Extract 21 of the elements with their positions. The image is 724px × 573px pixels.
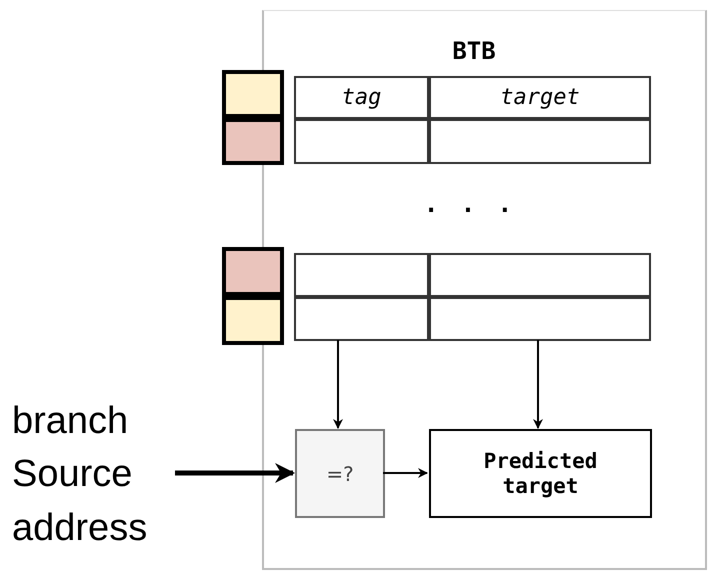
input-label: branch Source address (12, 395, 172, 555)
table-cell (294, 253, 429, 297)
table-cell (429, 119, 651, 164)
colored-square (222, 247, 284, 296)
compare-box: =? (295, 429, 385, 518)
colored-square (222, 70, 284, 118)
output-box: Predicted target (429, 429, 652, 518)
arrow (175, 463, 295, 483)
ellipsis: . . . (422, 190, 518, 218)
arrow (383, 468, 428, 478)
table-title: BTB (451, 37, 497, 65)
table-cell (294, 297, 429, 341)
table-cell: tag (294, 76, 429, 119)
table-cell (429, 253, 651, 297)
colored-square (222, 118, 284, 165)
table-cell (429, 297, 651, 341)
table-cell: target (429, 76, 651, 119)
colored-square (222, 296, 284, 345)
arrow (333, 340, 343, 429)
table-cell (294, 119, 429, 164)
arrow (533, 340, 543, 429)
